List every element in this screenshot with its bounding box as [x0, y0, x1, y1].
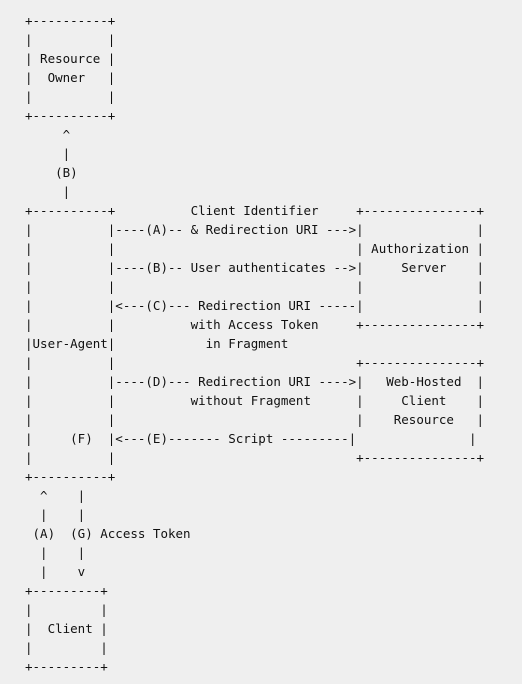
diagram-line: +----------+	[25, 469, 116, 484]
diagram-line: | |	[25, 89, 116, 104]
diagram-line: | |<---(C)--- Redirection URI -----| |	[25, 298, 485, 313]
ascii-diagram-text: +----------+ | | | Resource | | Owner | …	[25, 11, 484, 676]
diagram-line: | |	[25, 602, 108, 617]
diagram-line: ^	[25, 127, 71, 142]
diagram-line: | v	[25, 564, 86, 579]
diagram-line: | | | Authorization |	[25, 241, 485, 256]
diagram-line: | |----(B)-- User authenticates -->| Ser…	[25, 260, 485, 275]
diagram-line: +----------+	[25, 13, 116, 28]
diagram-line: | |	[25, 32, 116, 47]
diagram-line: +----------+ Client Identifier +--------…	[25, 203, 485, 218]
diagram-line: ^ |	[25, 488, 86, 503]
diagram-line: | |----(A)-- & Redirection URI --->| |	[25, 222, 485, 237]
diagram-line: | | +---------------+	[25, 355, 485, 370]
diagram-line: | (F) |<---(E)------- Script ---------| …	[25, 431, 477, 446]
diagram-line: | | with Access Token +---------------+	[25, 317, 485, 332]
diagram-line: | Resource |	[25, 51, 116, 66]
diagram-line: | |----(D)--- Redirection URI ---->| Web…	[25, 374, 485, 389]
diagram-line: (A) (G) Access Token	[25, 526, 191, 541]
diagram-line: | | +---------------+	[25, 450, 485, 465]
diagram-line: | |	[25, 640, 108, 655]
diagram-line: | | | Resource |	[25, 412, 485, 427]
diagram-line: +---------+	[25, 583, 108, 598]
diagram-line: |	[25, 146, 71, 161]
diagram-line: | | without Fragment | Client |	[25, 393, 485, 408]
diagram-line: | Owner |	[25, 70, 116, 85]
diagram-line: | Client |	[25, 621, 108, 636]
diagram-line: | |	[25, 545, 86, 560]
diagram-line: +---------+	[25, 659, 108, 674]
diagram-line: +----------+	[25, 108, 116, 123]
diagram-line: | |	[25, 507, 86, 522]
diagram-line: (B)	[25, 165, 78, 180]
diagram-line: |User-Agent| in Fragment	[25, 336, 289, 351]
diagram-line: |	[25, 184, 71, 199]
diagram-line: | | | |	[25, 279, 485, 294]
